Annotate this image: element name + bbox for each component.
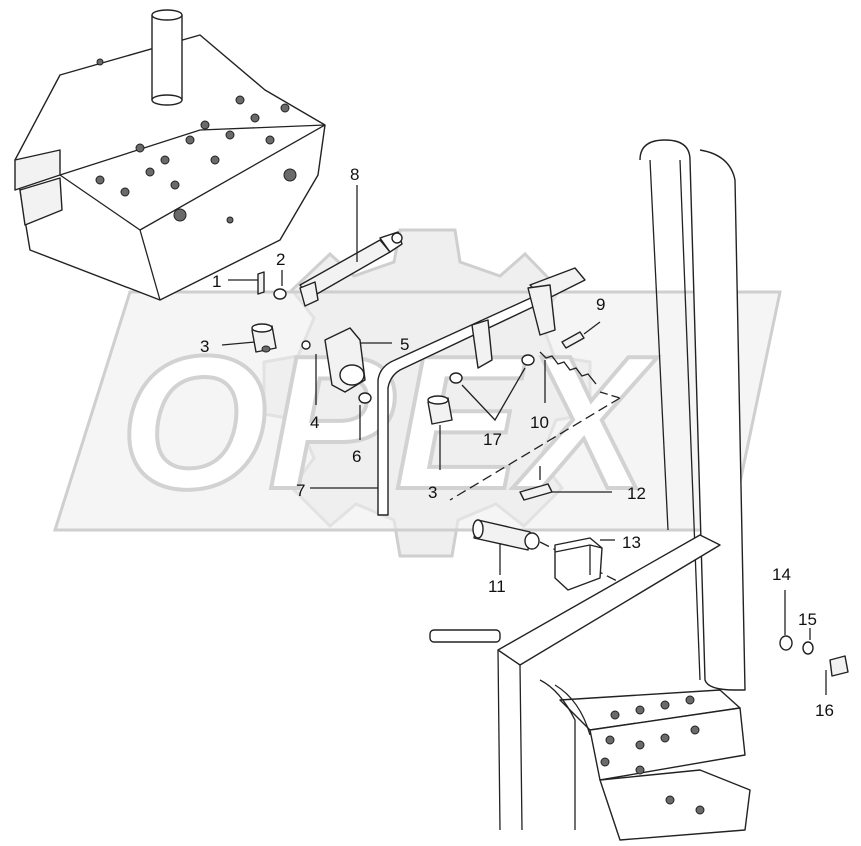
label-part-6: 6 — [352, 447, 361, 466]
bolt-part-9 — [561, 321, 601, 349]
label-part-5: 5 — [400, 335, 409, 354]
mounting-bracket — [14, 9, 326, 301]
label-part-3-right: 3 — [428, 483, 437, 502]
label-part-10: 10 — [530, 413, 549, 432]
bushing-part-3-left — [221, 323, 277, 353]
label-part-16: 16 — [815, 701, 834, 720]
washer-part-14 — [779, 590, 793, 651]
label-part-4: 4 — [310, 413, 319, 432]
rod-part-7 — [310, 267, 586, 516]
label-part-17: 17 — [483, 430, 502, 449]
bolt-part-1 — [228, 271, 265, 295]
pin-part-4 — [301, 340, 317, 405]
label-part-8: 8 — [350, 165, 359, 184]
lever-part-5 — [324, 327, 392, 393]
shaft-part-11 — [472, 519, 540, 575]
nut-part-6 — [358, 392, 372, 440]
label-part-12: 12 — [627, 484, 646, 503]
spring-part-10 — [539, 351, 597, 403]
pin-part-12 — [519, 466, 612, 501]
block-part-13 — [554, 537, 615, 591]
ladder-assembly — [429, 139, 751, 841]
opex-watermark: OPEX — [52, 228, 782, 558]
nuts-part-17 — [449, 354, 535, 422]
label-part-1: 1 — [212, 272, 221, 291]
step-holes — [600, 695, 705, 815]
part-labels: 1 2 3 3 4 5 6 7 8 9 10 11 12 13 14 15 16… — [200, 165, 834, 720]
label-part-11: 11 — [488, 577, 506, 596]
label-part-14: 14 — [772, 565, 791, 584]
bolt-part-16 — [825, 655, 849, 695]
washer-part-2 — [273, 270, 287, 300]
label-part-13: 13 — [622, 533, 641, 552]
washer-part-15 — [802, 628, 814, 655]
label-part-7: 7 — [296, 481, 305, 500]
label-part-9: 9 — [596, 295, 605, 314]
label-part-15: 15 — [798, 610, 817, 629]
gas-strut-part-8 — [299, 185, 403, 307]
label-part-3-left: 3 — [200, 337, 209, 356]
bushing-part-3-right — [427, 395, 453, 470]
bracket-holes — [95, 58, 297, 224]
watermark-text: OPEX — [120, 317, 658, 529]
label-part-2: 2 — [276, 250, 285, 269]
